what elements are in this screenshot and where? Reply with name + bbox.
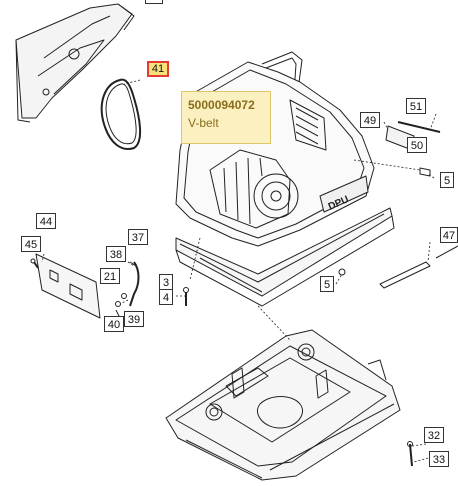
base-plate[interactable]	[175, 207, 395, 307]
callout-part-32[interactable]: 32	[424, 427, 444, 443]
screw-part-45[interactable]	[30, 258, 39, 269]
callout-part-37[interactable]: 37	[128, 229, 148, 245]
callout-part-41[interactable]: 41	[147, 61, 169, 77]
belt-guard[interactable]	[15, 3, 135, 123]
tooltip-part-description: V-belt	[188, 116, 219, 130]
compactor-upper-housing[interactable]	[175, 51, 375, 247]
callout-part-44[interactable]: 44	[36, 213, 56, 229]
callout-part-47[interactable]: 47	[440, 227, 458, 243]
callout-part-3[interactable]: 3	[159, 274, 173, 290]
rod-part-51[interactable]	[397, 121, 441, 133]
callout-part-45[interactable]: 45	[21, 236, 41, 252]
callout-part-51[interactable]: 51	[406, 98, 426, 114]
callout-part-4[interactable]: 4	[159, 289, 173, 305]
bolts-part-32-33[interactable]	[407, 441, 413, 467]
callout-part-5-lower[interactable]: 5	[320, 276, 334, 292]
nut-part-5-upper[interactable]	[419, 167, 431, 177]
vibration-plate[interactable]	[165, 329, 401, 481]
cover-plate[interactable]	[35, 253, 101, 319]
fastener-3-4[interactable]	[183, 287, 189, 307]
callout-part-40[interactable]: 40	[104, 316, 124, 332]
callout-part-21[interactable]: 21	[100, 268, 120, 284]
callout-part-39[interactable]: 39	[124, 311, 144, 327]
callout-part-38[interactable]: 38	[106, 246, 126, 262]
v-belt[interactable]	[100, 78, 141, 150]
callout-part-5-upper[interactable]: 5	[440, 172, 454, 188]
callout-part-33[interactable]: 33	[429, 451, 449, 467]
callout-part-50[interactable]: 50	[407, 137, 427, 153]
bar-part-47[interactable]	[379, 245, 458, 289]
nut-part-5-lower[interactable]	[338, 268, 346, 276]
tooltip-part-number: 5000094072	[188, 98, 255, 112]
callout-part-49[interactable]: 49	[360, 112, 380, 128]
callout-part-top-partial	[145, 0, 163, 4]
leader-lines	[41, 79, 437, 463]
part-tooltip: 5000094072 V-belt	[181, 91, 271, 144]
